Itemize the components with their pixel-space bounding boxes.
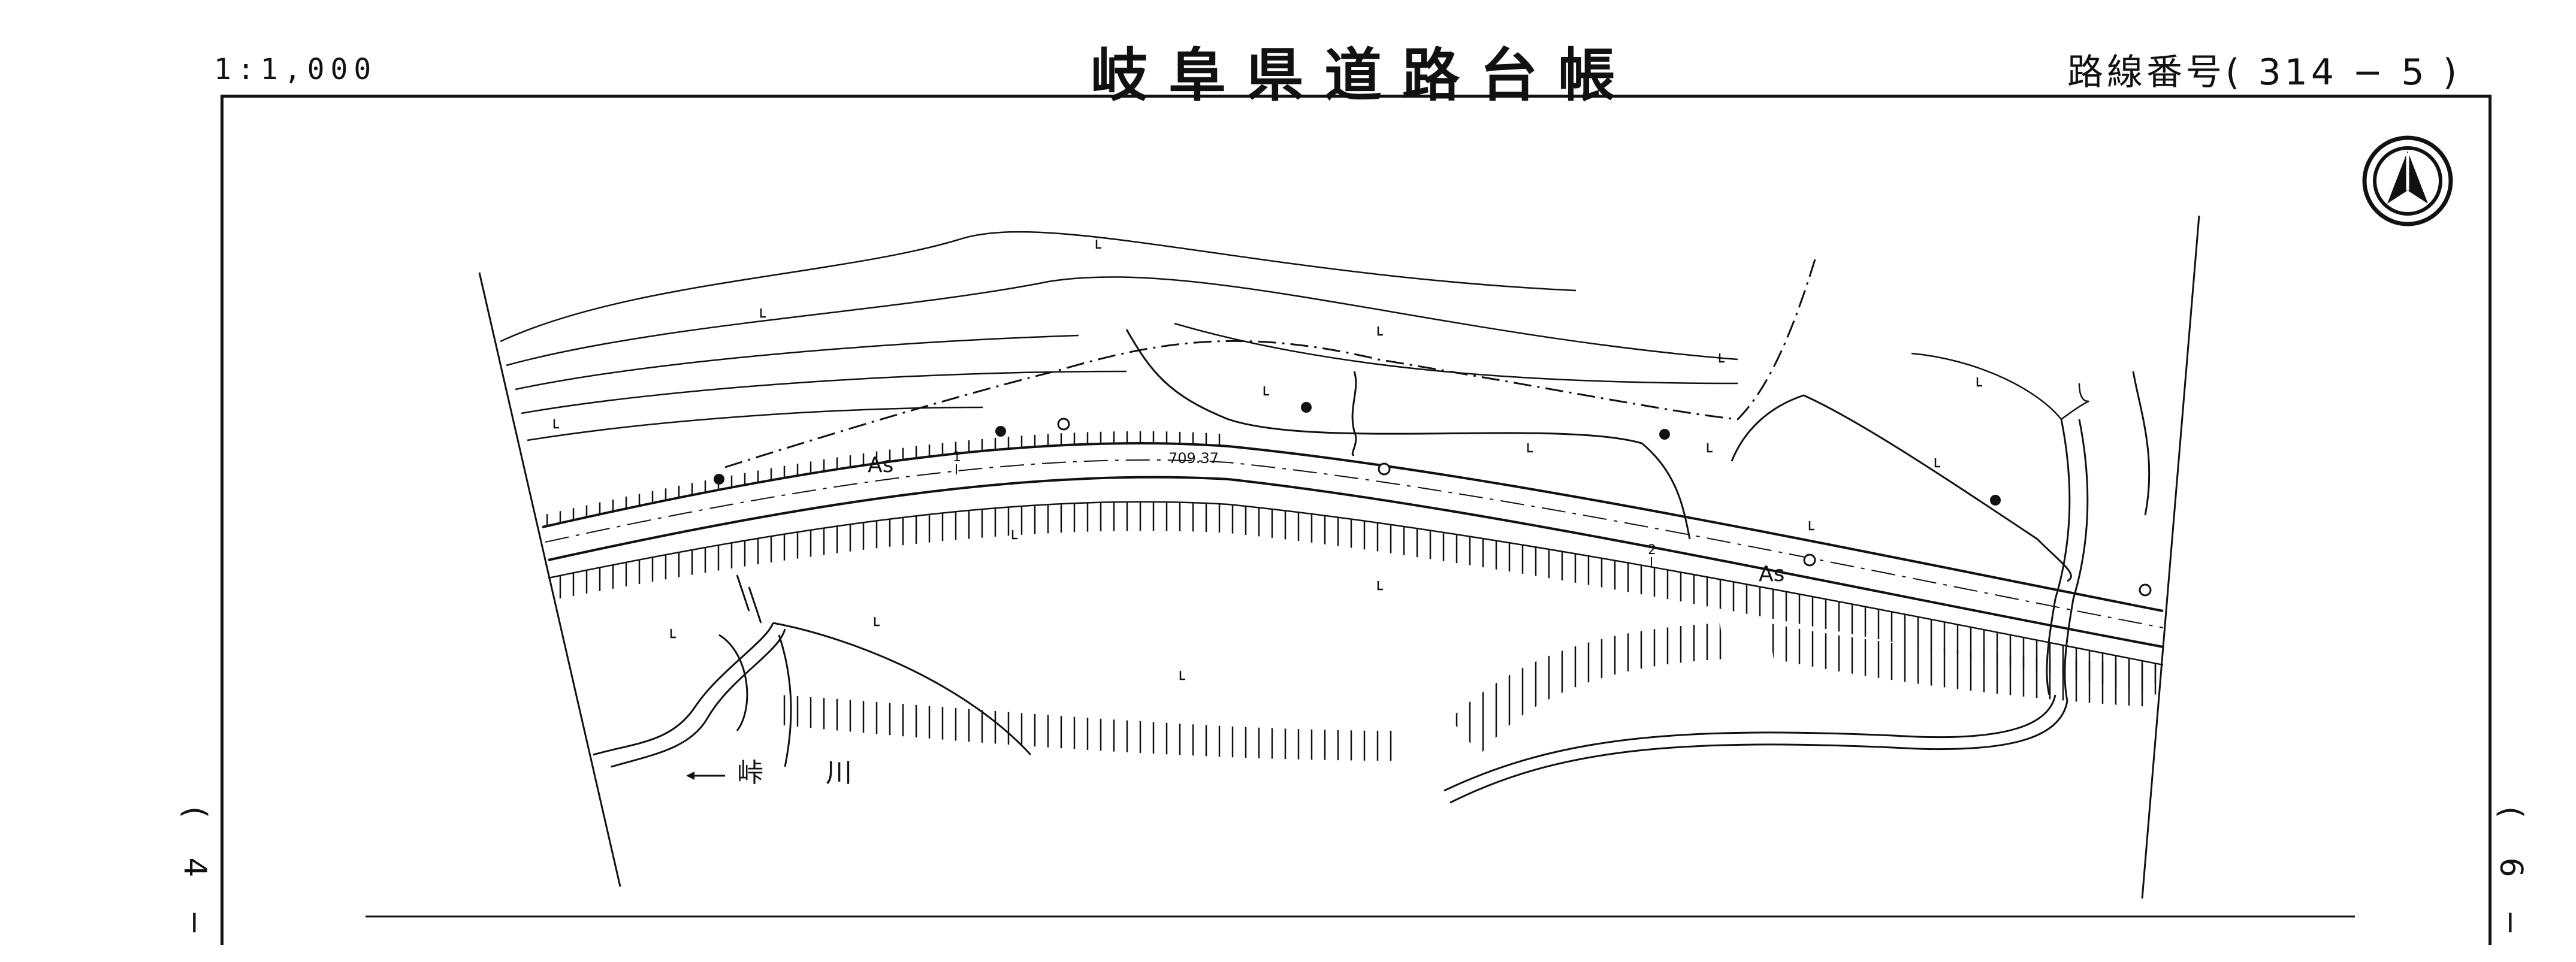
asphalt-label-1: As xyxy=(868,453,893,477)
river xyxy=(593,574,1032,768)
lower-path xyxy=(718,634,2068,804)
map-title: 岐阜県道路台帳 xyxy=(1091,41,1636,109)
asphalt-label-2: As xyxy=(1759,562,1784,586)
open-markers xyxy=(1057,418,2152,597)
survey-points xyxy=(714,402,2001,506)
map-scale: 1:1,000 xyxy=(214,53,378,86)
vegetation-symbols xyxy=(553,240,1982,680)
route-label: 路線番号( xyxy=(2067,52,2243,93)
station-label-2: 2 xyxy=(1648,543,1656,558)
river-flow-arrowhead xyxy=(686,772,694,780)
route-number-value: 314 − 5 xyxy=(2258,52,2428,93)
right-slope xyxy=(1731,371,2151,701)
sheet-edges xyxy=(366,215,2355,918)
north-arrow-icon xyxy=(2362,135,2453,226)
river-name-label: 峠 川 xyxy=(737,758,870,788)
route-close: ) xyxy=(2442,52,2461,93)
parcel-outline xyxy=(1125,329,1691,540)
embankment-hatching xyxy=(542,431,2163,761)
contour-lines xyxy=(500,231,2089,441)
boundary-line xyxy=(724,257,1817,468)
map-canvas: 峠 川 As As 709.37 1 2 xyxy=(366,135,2453,918)
elevation-label: 709.37 xyxy=(1168,450,1219,467)
map-frame xyxy=(221,95,2492,945)
station-label-1: 1 xyxy=(953,450,961,465)
route-number: 路線番号( 314 − 5 ) xyxy=(2067,43,2460,95)
